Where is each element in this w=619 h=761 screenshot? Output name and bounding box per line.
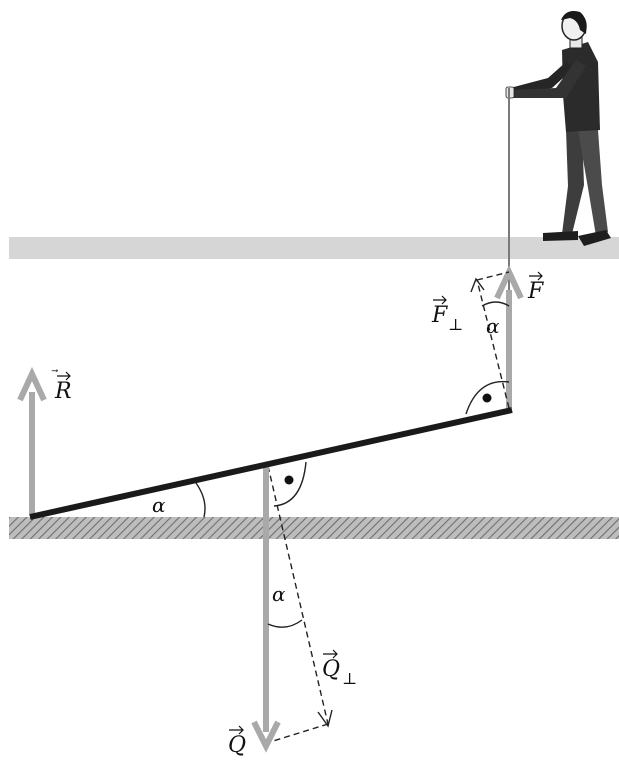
force-F-arrow <box>494 264 524 408</box>
alpha-arc-ground <box>195 482 206 518</box>
svg-text:⃗: ⃗ <box>51 369 58 373</box>
svg-text:Q: Q <box>228 733 246 756</box>
label-F: F <box>527 271 544 304</box>
label-alpha-top: α <box>486 314 500 338</box>
force-R-arrow <box>17 366 47 515</box>
force-F-perp-component <box>470 271 510 409</box>
right-angle-dot-icon <box>465 380 510 415</box>
alpha-arc-top <box>481 301 510 307</box>
label-R: R ⃗ <box>51 369 72 404</box>
label-F-perp: F ⊥ <box>431 295 463 334</box>
lever-beam <box>29 407 513 520</box>
label-Q-perp: Q ⊥ <box>322 649 357 688</box>
person-pulling-rope-icon <box>505 11 611 246</box>
right-angle-dot-icon <box>273 461 307 507</box>
label-alpha-ground: α <box>152 493 166 517</box>
label-alpha-bottom: α <box>272 582 286 606</box>
force-Q-arrow <box>251 466 281 753</box>
upper-floor <box>9 237 619 259</box>
svg-text:R: R <box>54 379 72 404</box>
label-Q: Q <box>228 725 246 758</box>
svg-text:F: F <box>527 279 544 304</box>
svg-text:Q: Q <box>322 657 340 682</box>
ground-surface <box>9 517 619 539</box>
alpha-arc-bottom <box>267 619 303 628</box>
svg-text:F: F <box>431 303 448 328</box>
svg-text:⊥: ⊥ <box>448 315 463 334</box>
svg-text:⊥: ⊥ <box>342 669 357 688</box>
force-Q-perp-component <box>267 465 333 743</box>
